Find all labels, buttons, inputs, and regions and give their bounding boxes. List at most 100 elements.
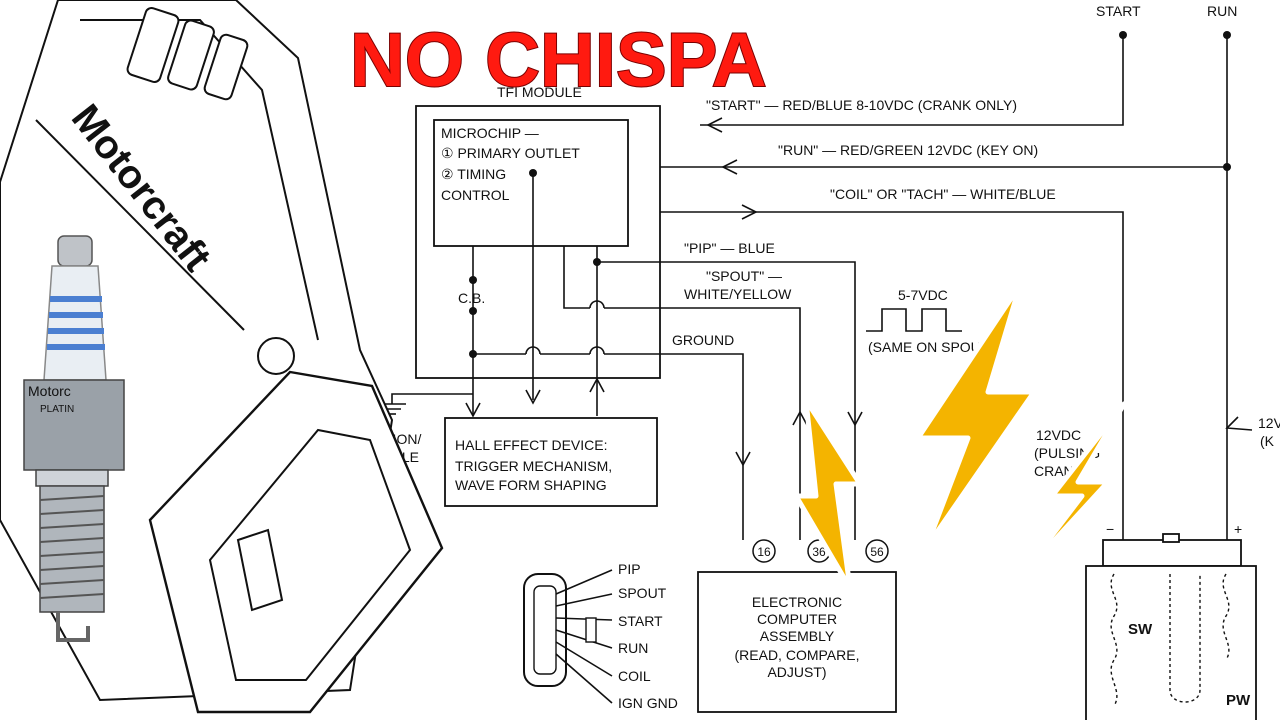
- run-12v-pointer: [1225, 416, 1253, 431]
- timing-arrow: [525, 389, 541, 405]
- spout-wire-label-2: WHITE/YELLOW: [684, 286, 792, 302]
- module-connector-key: [236, 528, 284, 612]
- connector-pin-lead-3: [555, 617, 613, 621]
- connector-pin-label-1: PIP: [618, 561, 641, 577]
- module-connector-housing: [148, 370, 444, 714]
- electronic-computer-assembly: 16 36 56 ELECTRONIC COMPUTER ASSEMBLY (R…: [697, 539, 897, 713]
- connector-pin-lead-4: [555, 629, 613, 649]
- pip-up-arrow: [589, 377, 605, 393]
- pip-arrow: [847, 411, 863, 427]
- waveform: 5-7VDC (SAME ON SPOUT): [866, 287, 994, 355]
- plug-terminal: [57, 235, 93, 267]
- connector-pin-label-2: SPOUT: [618, 585, 667, 601]
- connector-latch: [585, 617, 597, 643]
- plug-stripe-3: [48, 328, 104, 334]
- coil-minus: −: [1106, 521, 1114, 537]
- hall-effect-line-2: TRIGGER MECHANISM,: [455, 458, 612, 474]
- tfi-module-title: TFI MODULE: [497, 84, 582, 100]
- start-wire: [700, 35, 1124, 126]
- plug-hex: [23, 379, 125, 471]
- ground-crossover-1: [525, 346, 541, 355]
- module-connector-socket: [208, 428, 412, 681]
- secondary-winding-left: [1110, 573, 1118, 707]
- coil-side-label-1: 12VDC: [1036, 427, 1081, 443]
- plug-sublabel: PLATIN: [40, 404, 74, 415]
- coil-sw-label: SW: [1128, 621, 1153, 638]
- pin-16-label: 16: [757, 545, 771, 559]
- tfi-internal-wiring: [378, 173, 863, 540]
- lightning-bolt-icon: [793, 282, 1127, 591]
- eca-box: [697, 571, 897, 713]
- run-wire-label: "RUN" — RED/GREEN 12VDC (KEY ON): [778, 142, 1038, 158]
- run-wire-arrow: [721, 159, 738, 175]
- pin-36-label: 36: [812, 545, 826, 559]
- connector: PIP SPOUT START RUN COIL IGN GND: [523, 561, 678, 711]
- spout-wire: [563, 246, 801, 540]
- plug-electrode: [56, 612, 90, 642]
- connector-pin-lead-5: [555, 641, 613, 677]
- ground-arrow: [735, 451, 751, 467]
- waveform-note: (SAME ON SPOUT): [868, 339, 994, 355]
- coil-side-label-5: (K: [1260, 433, 1275, 449]
- pip-wire-label: "PIP" — BLUE: [684, 240, 775, 256]
- primary-winding-loop: [1169, 574, 1201, 703]
- connector-pin-lead-6: [555, 653, 613, 704]
- coil-side-label-4: 12V: [1258, 415, 1280, 431]
- tfi-module: TFI MODULE MICROCHIP — ① PRIMARY OUTLET …: [415, 84, 661, 379]
- module-mount-hole: [257, 337, 295, 375]
- module-pin-1: [126, 7, 180, 83]
- connector-pin-lead-2: [555, 593, 613, 607]
- ground-crossover-2: [589, 346, 605, 355]
- connector-pin-lead-1: [555, 569, 613, 595]
- hall-effect-device: HALL EFFECT DEVICE: TRIGGER MECHANISM, W…: [444, 417, 658, 507]
- microchip-line-4: CONTROL: [441, 187, 510, 203]
- lightning-bolt-center: [793, 397, 863, 591]
- microchip-line-1: MICROCHIP —: [441, 125, 539, 141]
- start-wire-label: "START" — RED/BLUE 8-10VDC (CRANK ONLY): [706, 97, 1017, 113]
- connector-inner: [533, 585, 557, 675]
- lightning-bolt-right: [1015, 401, 1127, 583]
- start-wire-arrow: [706, 117, 723, 133]
- ground-wire-label: GROUND: [672, 332, 734, 348]
- plug-thread-lines: [39, 495, 105, 599]
- plug-stripe-2: [49, 312, 103, 318]
- connector-pin-label-4: RUN: [618, 640, 648, 656]
- connector-pin-label-3: START: [618, 613, 663, 629]
- spout-arrow: [792, 410, 808, 426]
- ground-wire: [473, 353, 744, 540]
- pip-wire: [597, 261, 856, 540]
- coil-wire-label: "COIL" OR "TACH" — WHITE/BLUE: [830, 186, 1056, 202]
- pin-56-circle: [865, 539, 889, 563]
- cb-arrow: [465, 402, 481, 418]
- plug-insulator: [43, 265, 107, 381]
- module-pin-3: [203, 33, 249, 101]
- plug-label: Motorc: [28, 383, 71, 399]
- start-terminal-label: START: [1096, 3, 1141, 19]
- spout-wire-label-1: "SPOUT" —: [706, 268, 782, 284]
- hall-effect-line-3: WAVE FORM SHAPING: [455, 477, 607, 493]
- coil-plus: +: [1234, 521, 1242, 537]
- hall-effect-box: [444, 417, 658, 507]
- square-wave: [866, 308, 962, 332]
- coil-top: [1102, 539, 1242, 567]
- connector-pin-label-6: IGN GND: [618, 695, 678, 711]
- page-title: NO CHISPA: [350, 18, 767, 103]
- microchip-line-2: ① PRIMARY OUTLET: [441, 145, 580, 161]
- waveform-voltage: 5-7VDC: [898, 287, 948, 303]
- terminal-group: START RUN: [630, 3, 1253, 540]
- hall-effect-line-1: HALL EFFECT DEVICE:: [455, 437, 607, 453]
- plug-gasket: [35, 469, 109, 487]
- pin-56-label: 56: [870, 545, 884, 559]
- microchip-box: [433, 119, 629, 247]
- module-edge-2: [35, 119, 245, 331]
- spark-plug-icon: Motorc PLATIN: [23, 235, 125, 642]
- connector-pin-label-5: COIL: [618, 668, 651, 684]
- cb-dot-2: [469, 307, 477, 315]
- eca-line-2: COMPUTER: [757, 611, 837, 627]
- lightning-bolt-large: [915, 282, 1037, 551]
- ignition-coil: − + SW PW: [1085, 521, 1257, 725]
- coil-top-tab: [1162, 533, 1180, 543]
- plug-stripe-1: [50, 296, 102, 302]
